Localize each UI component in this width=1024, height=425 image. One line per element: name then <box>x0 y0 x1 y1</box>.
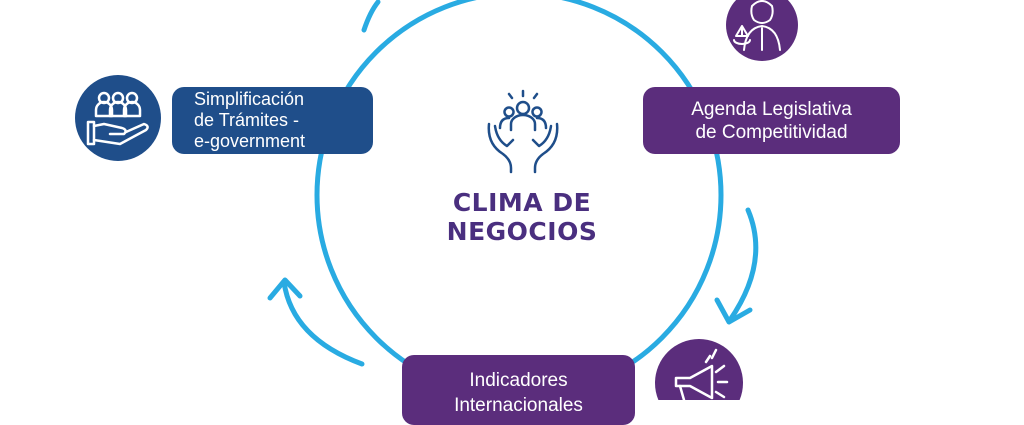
indicadores-line2: Internacionales <box>454 395 583 416</box>
indicadores-node: Indicadores Internacionales <box>402 355 635 425</box>
center-title: CLIMA DE NEGOCIOS <box>420 188 624 246</box>
arrow-right <box>714 207 759 325</box>
megaphone-icon <box>655 339 743 400</box>
group-hand-icon <box>75 75 161 161</box>
judge-scales-icon <box>726 0 798 61</box>
center-title-line1: CLIMA DE <box>452 188 592 217</box>
center-title-line2: NEGOCIOS <box>446 217 598 246</box>
cycle-diagram <box>75 0 798 400</box>
agenda-node: Agenda Legislativa de Competitividad <box>643 87 900 154</box>
simplificacion-line2: de Trámites - <box>194 110 300 130</box>
hands-people-icon <box>487 89 559 174</box>
indicadores-line1: Indicadores <box>469 370 568 391</box>
arrow-top-left <box>361 0 381 33</box>
agenda-line2: de Competitividad <box>695 121 848 143</box>
simplificacion-node: Simplificación de Trámites - e-governmen… <box>172 87 373 154</box>
arrow-left <box>267 277 365 367</box>
simplificacion-line3: e-government <box>194 131 306 151</box>
simplificacion-line1: Simplificación <box>194 89 305 109</box>
agenda-line1: Agenda Legislativa <box>691 98 852 120</box>
